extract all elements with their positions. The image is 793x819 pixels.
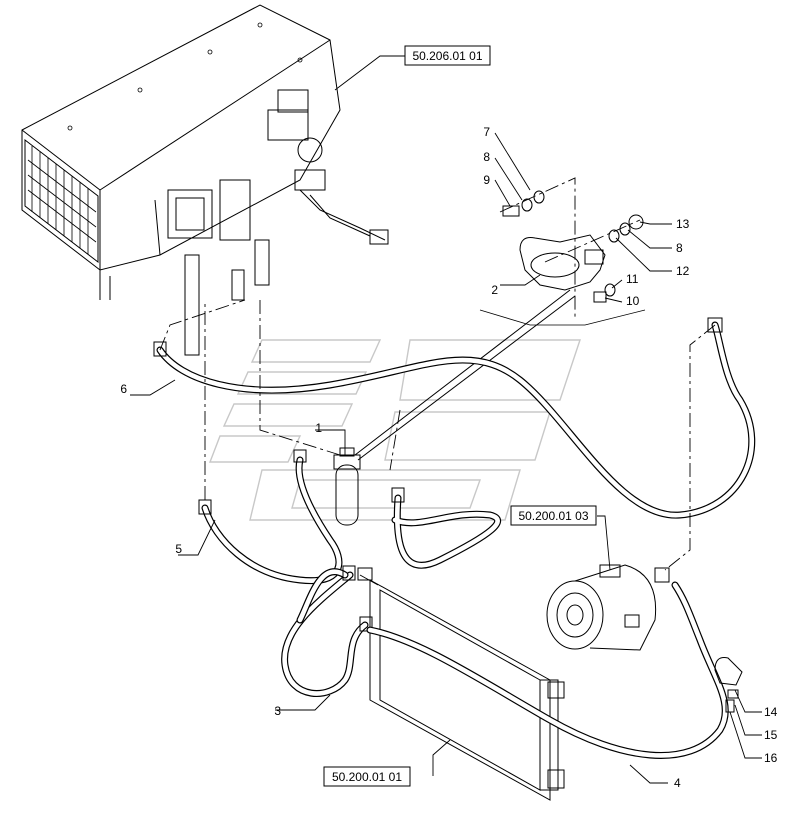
watermark-logo xyxy=(208,339,581,521)
callouts: 1 2 3 4 5 6 7 8 9 10 11 12 13 8 14 15 16 xyxy=(120,125,777,790)
hose-4 xyxy=(366,567,729,759)
receiver-drier xyxy=(333,289,576,526)
ref-condenser[interactable]: 50.200.01 01 xyxy=(323,766,411,787)
callout-4: 4 xyxy=(674,776,681,790)
compressor xyxy=(546,564,657,651)
leader-lines xyxy=(130,55,762,784)
callout-7: 7 xyxy=(483,125,490,139)
callout-8: 8 xyxy=(483,150,490,164)
callout-5: 5 xyxy=(175,542,182,556)
callout-11: 11 xyxy=(626,272,639,286)
hose-6 xyxy=(153,317,756,519)
callout-8b: 8 xyxy=(676,241,683,255)
callout-3: 3 xyxy=(274,704,281,718)
callout-6: 6 xyxy=(120,382,127,396)
ref-compressor[interactable]: 50.200.01 03 xyxy=(510,505,597,526)
ref-heater-unit[interactable]: 50.206.01 01 xyxy=(404,45,491,66)
grille-lines xyxy=(27,146,97,254)
callout-10: 10 xyxy=(626,294,640,308)
alignment-lines xyxy=(159,299,716,571)
ref-compressor-label: 50.200.01 03 xyxy=(518,509,588,523)
callout-13: 13 xyxy=(676,217,690,231)
callout-2: 2 xyxy=(491,283,498,297)
callout-12: 12 xyxy=(676,264,690,278)
hose-3 xyxy=(281,565,373,697)
ref-heater-unit-label: 50.206.01 01 xyxy=(412,49,482,63)
ref-condenser-label: 50.200.01 01 xyxy=(332,770,402,784)
hose-drier-loop xyxy=(391,487,502,569)
callout-9: 9 xyxy=(483,173,490,187)
callout-16: 16 xyxy=(764,751,778,765)
callout-14: 14 xyxy=(764,705,778,719)
clamp xyxy=(714,657,743,713)
condenser xyxy=(357,567,565,801)
receiver-bracket xyxy=(479,177,646,326)
callout-15: 15 xyxy=(764,728,778,742)
callout-1: 1 xyxy=(315,421,322,435)
heater-unit xyxy=(21,4,389,356)
